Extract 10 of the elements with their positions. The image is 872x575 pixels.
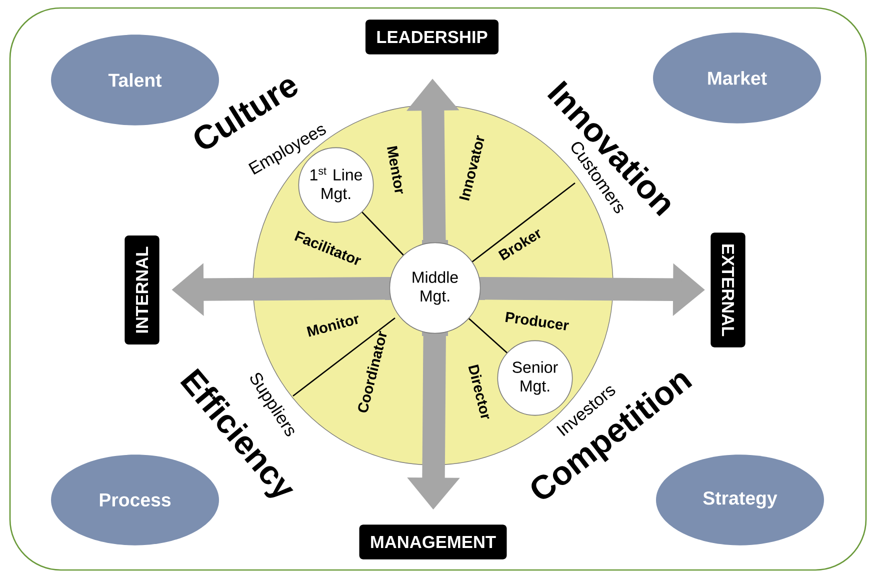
connector-line: [362, 212, 404, 256]
label-box: EXTERNAL: [710, 232, 746, 348]
role-label: Producer: [505, 312, 569, 330]
label-box: LEADERSHIP: [365, 20, 499, 54]
role-label: Director: [468, 364, 490, 419]
role-label: Monitor: [306, 316, 359, 337]
label-box: INTERNAL: [124, 236, 160, 344]
label-box: MANAGEMENT: [359, 524, 507, 560]
connector-line: [468, 318, 508, 354]
role-label: Mentor: [387, 146, 403, 194]
